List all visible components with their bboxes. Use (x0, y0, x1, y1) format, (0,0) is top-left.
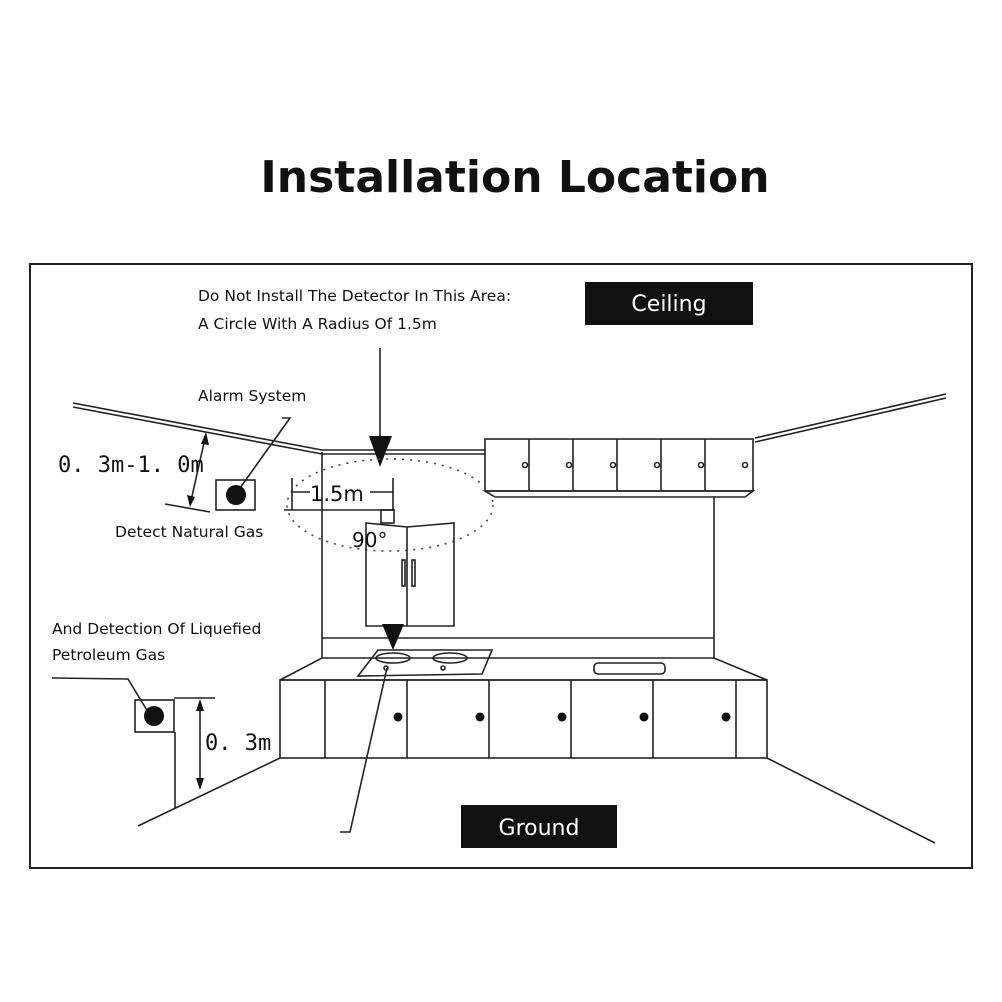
lpg-pointer (51, 677, 149, 713)
sink (593, 662, 666, 675)
floor-distance-dimension: 0. 3m (174, 697, 271, 808)
natural-gas-distance: 0. 3m-1. 0m (58, 453, 204, 478)
ground-text: Ground (499, 816, 580, 841)
down-arrow-icon (382, 624, 404, 650)
page-title: Installation Location (260, 152, 769, 203)
gas-stove (356, 649, 494, 677)
detect-natural-gas-label: Detect Natural Gas (115, 523, 263, 541)
angle-label: 90° (352, 528, 387, 552)
range-hood: 90° (352, 509, 455, 650)
warning-text-line2: A Circle With A Radius Of 1.5m (198, 315, 437, 333)
lpg-distance: 0. 3m (205, 731, 271, 756)
lpg-label-line2: Petroleum Gas (52, 646, 165, 664)
diagram-frame (29, 263, 973, 869)
radius-label: 1.5m (310, 482, 364, 506)
warning-arrow-icon (369, 348, 392, 467)
ground-label: Ground (461, 805, 617, 848)
natural-gas-detector-icon (215, 479, 256, 511)
ceiling-label: Ceiling (585, 282, 753, 325)
upper-cabinets (482, 438, 756, 498)
radius-dimension: 1.5m (284, 478, 395, 511)
lpg-detector-icon (134, 699, 175, 733)
exclusion-zone (286, 458, 494, 552)
ceiling-distance-dimension: 0. 3m-1. 0m (58, 432, 211, 513)
lower-cabinets (279, 657, 768, 759)
room-outline (72, 393, 947, 844)
lpg-label-line1: And Detection Of Liquefied (52, 620, 261, 638)
ceiling-text: Ceiling (631, 292, 706, 317)
alarm-pointer (234, 417, 292, 496)
alarm-system-label: Alarm System (198, 387, 306, 405)
warning-text-line1: Do Not Install The Detector In This Area… (198, 287, 511, 305)
pointer-line (340, 667, 388, 833)
